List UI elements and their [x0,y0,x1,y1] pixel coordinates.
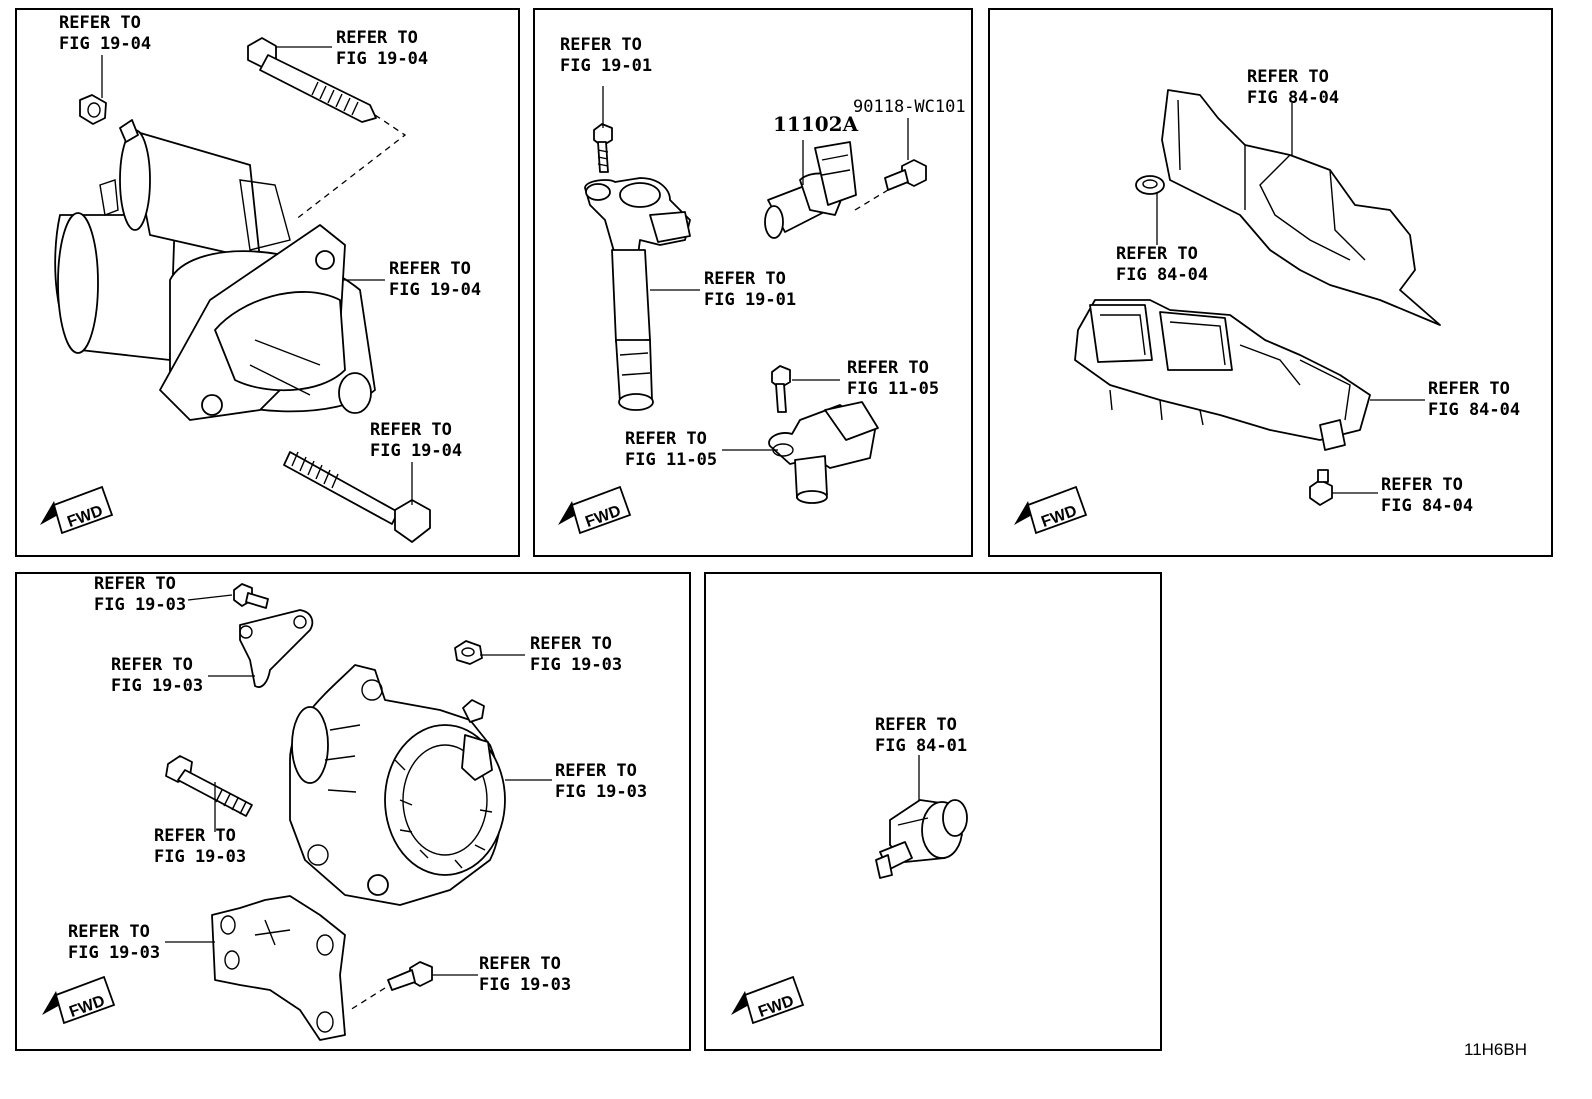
diagram-code: 11H6BH [1464,1040,1527,1059]
callout-nut: REFER TO FIG 19-04 [59,13,151,54]
callout-line2: FIG 84-04 [1116,265,1208,285]
panel-alternator: REFER TO FIG 19-03 REFER TO FIG 19-03 RE… [15,572,691,1051]
grommet[interactable] [1135,175,1165,195]
callout-bracket-bolt: REFER TO FIG 19-03 [94,574,186,615]
alternator-nut[interactable] [454,640,483,665]
starter-motor[interactable] [54,119,376,421]
callout-line1: REFER TO [1247,67,1329,87]
callout-line1: REFER TO [1381,475,1463,495]
callout-line1: REFER TO [389,259,471,279]
panel-relay-box: REFER TO FIG 84-04 REFER TO FIG 84-04 RE… [988,8,1553,557]
callout-line2: FIG 19-04 [370,441,462,461]
callout-nut: REFER TO FIG 19-03 [530,634,622,675]
alternator[interactable] [289,664,506,906]
callout-line1: REFER TO [370,420,452,440]
callout-grommet: REFER TO FIG 84-04 [1116,244,1208,285]
callout-lower-bracket-bolt: REFER TO FIG 19-03 [479,954,571,995]
callout-line2: FIG 84-04 [1428,400,1520,420]
crank-position-sensor[interactable] [764,141,857,239]
relay-box-cover[interactable] [1161,89,1441,326]
callout-upper-bolt: REFER TO FIG 19-04 [336,28,428,69]
callout-alternator: REFER TO FIG 19-03 [555,761,647,802]
callout-alternator-bolt: REFER TO FIG 19-03 [154,826,246,867]
panel-oil-switch: REFER TO FIG 84-01 FWD [704,572,1162,1051]
oil-pressure-switch[interactable] [875,799,968,879]
coil-bolt[interactable] [593,123,613,173]
callout-line2: FIG 19-04 [389,280,481,300]
callout-line2: FIG 11-05 [847,379,939,399]
callout-line2: FIG 84-04 [1247,88,1339,108]
callout-line2: FIG 19-04 [336,49,428,69]
callout-line1: REFER TO [1116,244,1198,264]
callout-line2: FIG 19-03 [68,943,160,963]
callout-line1: REFER TO [555,761,637,781]
callout-line1: REFER TO [1428,379,1510,399]
alternator-lower-bracket[interactable] [211,895,346,1041]
callout-line2: FIG 19-03 [479,975,571,995]
callout-line1: REFER TO [704,269,786,289]
callout-coil-bolt: REFER TO FIG 19-01 [560,35,652,76]
callout-line2: FIG 19-01 [560,56,652,76]
callout-line2: FIG 84-04 [1381,496,1473,516]
bracket-bolt[interactable] [233,583,269,609]
callout-bracket-plate: REFER TO FIG 19-03 [111,655,203,696]
callout-line1: REFER TO [68,922,150,942]
callout-line1: REFER TO [94,574,176,594]
callout-line1: REFER TO [336,28,418,48]
callout-relay-bolt: REFER TO FIG 84-04 [1381,475,1473,516]
bolt-cam-sensor[interactable] [771,365,791,413]
panel-frame [533,8,973,557]
callout-line2: FIG 19-03 [111,676,203,696]
callout-lower-bolt: REFER TO FIG 19-04 [370,420,462,461]
callout-line1: REFER TO [847,358,929,378]
nut[interactable] [79,94,107,125]
relay-box[interactable] [1074,299,1371,451]
callout-line1: REFER TO [530,634,612,654]
callout-line2: FIG 19-04 [59,34,151,54]
callout-line1: REFER TO [111,655,193,675]
mounting-bolt-upper[interactable] [247,37,377,123]
callout-line1: REFER TO [560,35,642,55]
callout-line2: FIG 19-01 [704,290,796,310]
callout-line2: FIG 84-01 [875,736,967,756]
panel-ignition: REFER TO FIG 19-01 11102A 90118-WC101 RE… [533,8,973,557]
sensor-bolt[interactable] [884,159,927,191]
callout-line1: REFER TO [59,13,141,33]
part-number-label: 90118-WC101 [853,97,966,117]
callout-cover: REFER TO FIG 84-04 [1247,67,1339,108]
lower-bracket-bolt[interactable] [387,961,433,991]
callout-cam-bolt: REFER TO FIG 11-05 [847,358,939,399]
callout-line1: REFER TO [875,715,957,735]
part-number-label: 11102A [773,112,859,136]
panel-frame [988,8,1553,557]
callout-lower-bracket: REFER TO FIG 19-03 [68,922,160,963]
callout-cam-sensor: REFER TO FIG 11-05 [625,429,717,470]
ignition-coil[interactable] [584,177,691,411]
panel-starter: REFER TO FIG 19-04 REFER TO FIG 19-04 RE… [15,8,520,557]
cam-position-sensor[interactable] [768,401,879,504]
callout-line1: REFER TO [154,826,236,846]
callout-line2: FIG 19-03 [94,595,186,615]
callout-line1: REFER TO [479,954,561,974]
callout-line2: FIG 19-03 [555,782,647,802]
callout-coil: REFER TO FIG 19-01 [704,269,796,310]
callout-line2: FIG 11-05 [625,450,717,470]
callout-starter: REFER TO FIG 19-04 [389,259,481,300]
callout-relay-box: REFER TO FIG 84-04 [1428,379,1520,420]
alternator-bracket-plate[interactable] [239,609,314,688]
callout-line1: REFER TO [625,429,707,449]
callout-line2: FIG 19-03 [154,847,246,867]
relay-box-bolt[interactable] [1309,469,1333,506]
callout-oil-switch: REFER TO FIG 84-01 [875,715,967,756]
callout-line2: FIG 19-03 [530,655,622,675]
